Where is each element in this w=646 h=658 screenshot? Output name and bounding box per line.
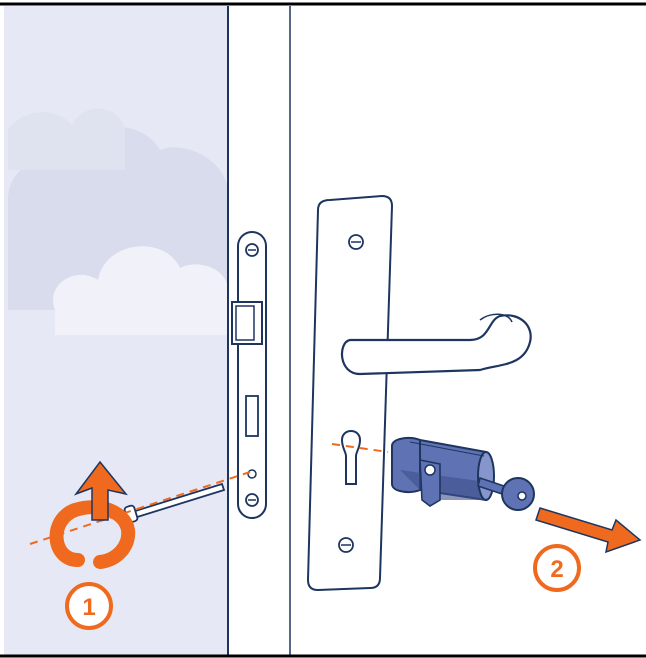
deadbolt-slot [246,396,258,436]
lock-faceplate [232,232,266,518]
step-1-number: 1 [82,594,95,621]
handle-backplate [308,196,392,590]
step-1-badge: 1 [67,584,111,628]
step-2-number: 2 [550,556,563,583]
lock-cylinder-icon [392,438,494,506]
step-2-badge: 2 [535,546,579,590]
cylinder-retaining-screw-hole [248,470,256,478]
